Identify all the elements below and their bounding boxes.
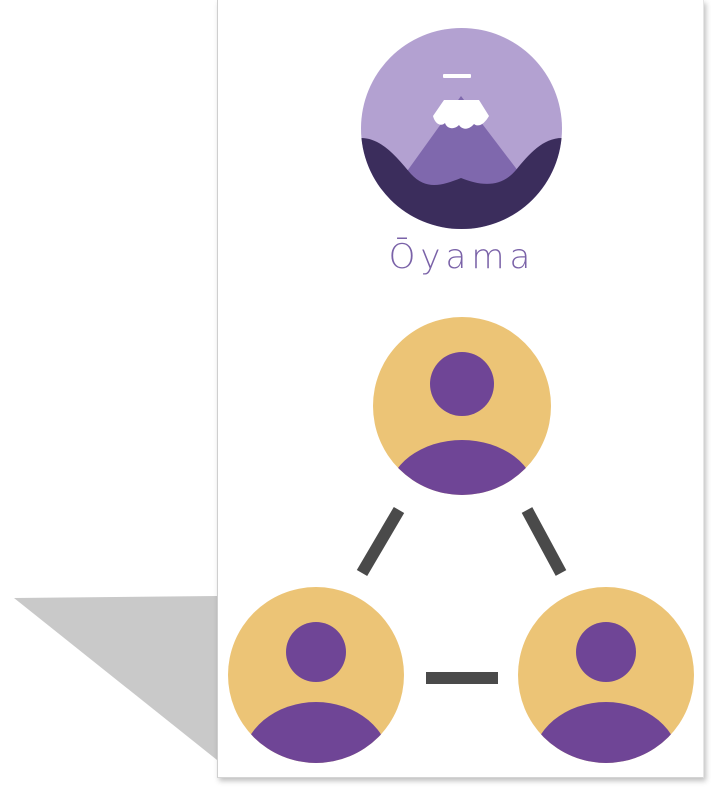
connector-top-to-bottom-right (521, 507, 567, 576)
logo-snow-cap (433, 100, 489, 129)
logo-mountain (395, 96, 531, 188)
logo-hills (361, 138, 562, 229)
user-icon (228, 587, 404, 763)
user-icon (518, 587, 694, 763)
logo-cloud-bar (443, 74, 471, 78)
brand-wordmark: Ōyama (388, 237, 536, 277)
user-icon (373, 317, 551, 495)
user-network-diagram (228, 317, 694, 763)
connector-top-to-bottom-left (356, 506, 405, 577)
mountain-fuji-icon (361, 28, 562, 229)
